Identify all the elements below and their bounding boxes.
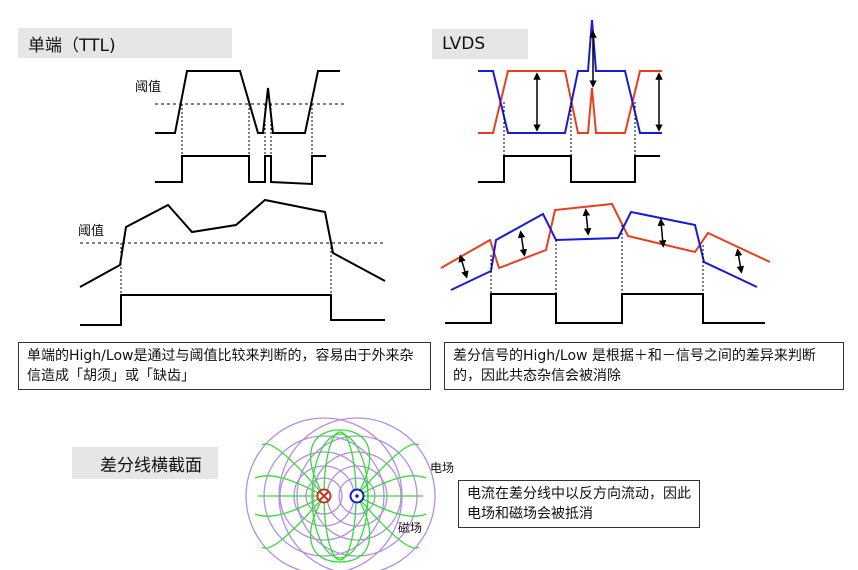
lvds-red-signal-bottom bbox=[440, 202, 771, 270]
cross-section-title: 差分线横截面 bbox=[72, 447, 218, 479]
cross-section-note: 电流在差分线中以反方向流动，因此电场和磁场会被抵消 bbox=[458, 480, 700, 528]
lvds-output-waveform-bottom bbox=[445, 293, 765, 324]
single-ended-input-waveform bbox=[155, 70, 340, 134]
lvds-difference-arrows-top bbox=[533, 30, 663, 132]
magnetic-field-lines bbox=[245, 417, 436, 570]
lvds-note: 差分信号的High/Low 是根据＋和－信号之间的差异来判断的，因此共态杂信会被… bbox=[444, 342, 844, 390]
lvds-red-signal-top bbox=[478, 70, 662, 134]
lvds-blue-signal-top bbox=[478, 19, 662, 134]
electric-field-label: 电场 bbox=[430, 461, 455, 475]
electric-field-lines bbox=[254, 429, 427, 563]
magnetic-field-label: 磁场 bbox=[398, 521, 423, 535]
lvds-output-waveform-top bbox=[478, 155, 660, 183]
lvds-guide-lines-bottom bbox=[490, 225, 704, 295]
threshold-label-bottom: 阈值 bbox=[78, 224, 105, 239]
lvds-guide-lines-top bbox=[503, 102, 636, 156]
lvds-difference-arrows-bottom bbox=[458, 208, 745, 279]
single-ended-guide-lines-top bbox=[181, 104, 313, 158]
single-ended-output-waveform-bottom bbox=[80, 294, 385, 326]
single-ended-note: 单端的High/Low是通过与阈值比较来判断的，容易由于外来杂信造成「胡须」或「… bbox=[18, 342, 431, 390]
single-ended-title: 单端（TTL) bbox=[18, 28, 232, 58]
single-ended-output-waveform bbox=[155, 155, 326, 186]
single-ended-noisy-waveform bbox=[79, 198, 386, 288]
single-ended-guide-lines-bottom bbox=[120, 243, 332, 296]
conductor-out-of-page-icon bbox=[349, 488, 365, 504]
lvds-blue-signal-bottom bbox=[450, 210, 758, 291]
threshold-label-top: 阈值 bbox=[135, 80, 162, 95]
conductor-into-page-icon bbox=[316, 488, 332, 504]
lvds-title: LVDS bbox=[432, 29, 528, 59]
